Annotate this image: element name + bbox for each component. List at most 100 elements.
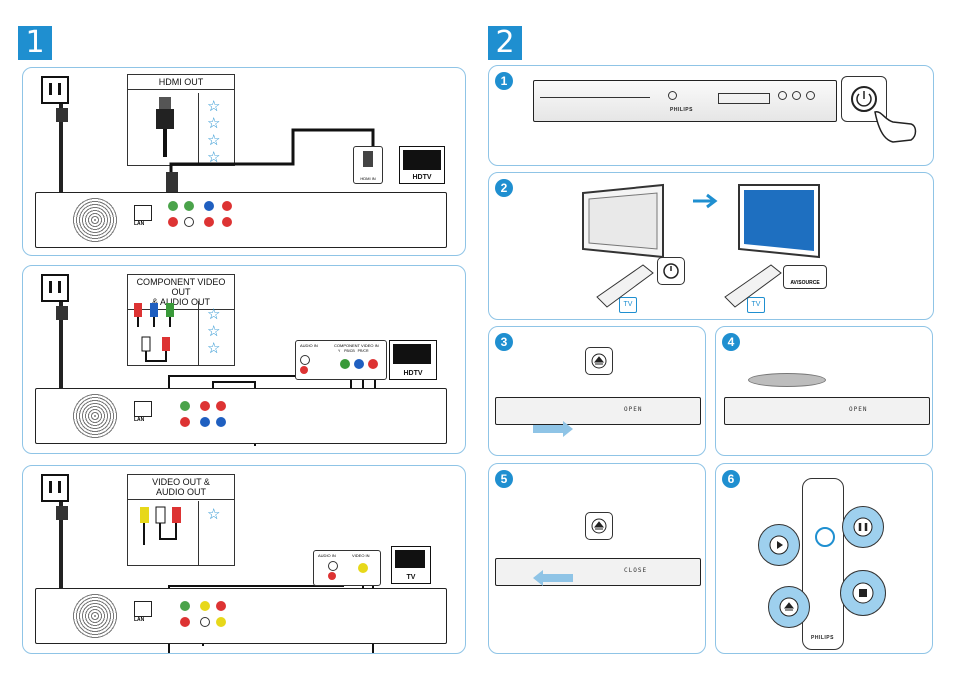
component-title-line1: COMPONENT VIDEO OUT — [136, 277, 226, 297]
rca-plugs-icon — [134, 303, 174, 362]
front-display — [718, 93, 770, 104]
star-icon: ☆ — [207, 98, 221, 115]
component-rating: ☆ ☆ ☆ — [198, 301, 235, 365]
disc-tray — [540, 89, 650, 98]
hdmi-connection-panel: HDMI OUT ☆ ☆ ☆ ☆ HDMI IN HDTV LAN — [22, 67, 466, 256]
step-1-badge: 1 — [18, 26, 52, 60]
tv-remote-badge: TV — [619, 297, 637, 313]
video-in-label: VIDEO IN — [352, 553, 370, 558]
sub-step-2: 2 — [495, 179, 513, 197]
sub-step-1: 1 — [495, 72, 513, 90]
front-button — [806, 91, 815, 100]
eject-button-zoom[interactable] — [768, 586, 810, 628]
lan-port — [134, 401, 152, 417]
tv-icon: TV — [391, 546, 431, 584]
fan-grille — [72, 593, 118, 639]
composite-connection-panel: VIDEO OUT & AUDIO OUT ☆ AUDIO IN VIDEO I… — [22, 465, 466, 654]
remote-illustration — [596, 264, 654, 308]
playback-panel: 6 PHILIPS — [715, 463, 933, 654]
front-display-open: OPEN — [849, 406, 868, 413]
power-on-panel: 1 PHILIPS — [488, 65, 934, 166]
open-tray-panel: 3 OPEN — [488, 326, 706, 456]
front-button — [778, 91, 787, 100]
lan-label: LAN — [134, 617, 145, 623]
fan-grille — [72, 393, 118, 439]
stop-button-zoom[interactable] — [840, 570, 886, 616]
star-icon: ☆ — [207, 149, 221, 166]
rear-connector-block — [160, 593, 260, 635]
av-source-label: AV/SOURCE — [790, 280, 820, 286]
play-icon — [769, 535, 789, 555]
hdtv-label: HDTV — [403, 370, 423, 377]
composite-rating: ☆ — [198, 501, 235, 565]
disc — [748, 373, 826, 387]
component-sub-label: Y PB/CB PR/CR — [338, 349, 369, 353]
star-icon: ☆ — [207, 340, 221, 357]
component-out-title: COMPONENT VIDEO OUT & AUDIO OUT — [128, 275, 234, 310]
lan-label: LAN — [134, 221, 145, 227]
hdmi-out-label-box: HDMI OUT ☆ ☆ ☆ ☆ — [127, 74, 235, 166]
eject-icon — [779, 597, 799, 617]
wall-outlet-icon — [41, 274, 69, 302]
component-in-label: COMPONENT VIDEO IN — [334, 343, 379, 348]
remote-illustration — [724, 264, 782, 308]
sub-step-4: 4 — [722, 333, 740, 351]
hand-icon — [874, 111, 917, 143]
player-rear-panel: LAN — [35, 388, 447, 444]
front-display-open: OPEN — [624, 406, 643, 413]
front-button — [668, 91, 677, 100]
star-icon: ☆ — [207, 115, 221, 132]
hdmi-in-label: HDMI IN — [360, 176, 376, 181]
remote-control: PHILIPS — [802, 478, 844, 650]
step-2-badge: 2 — [488, 26, 522, 60]
player-rear-panel: LAN — [35, 192, 447, 248]
tv-power-zoom[interactable] — [657, 257, 685, 285]
player-front: OPEN — [724, 397, 930, 425]
rca-plugs-icon — [140, 506, 181, 545]
pause-button-zoom[interactable] — [842, 506, 884, 548]
audio-in-label: AUDIO IN — [318, 553, 336, 558]
pause-icon — [853, 517, 873, 537]
power-icon — [851, 86, 877, 112]
close-tray-panel: 5 CLOSE — [488, 463, 706, 654]
composite-out-title: VIDEO OUT & AUDIO OUT — [128, 475, 234, 500]
hdmi-in-jack: HDMI IN — [353, 146, 383, 184]
tv-label: TV — [406, 574, 416, 581]
sub-step-3: 3 — [495, 333, 513, 351]
hdtv-icon: HDTV — [399, 146, 445, 184]
eject-button-zoom[interactable] — [585, 347, 613, 375]
composite-title-line2: AUDIO OUT — [155, 487, 206, 497]
rear-connector-block — [160, 197, 250, 239]
hdmi-out-title: HDMI OUT — [128, 75, 234, 90]
player-front: OPEN — [495, 397, 701, 425]
component-input-jacks: AUDIO IN COMPONENT VIDEO IN Y PB/CB PR/C… — [295, 340, 387, 380]
star-icon: ☆ — [207, 323, 221, 340]
front-display-close: CLOSE — [624, 567, 648, 574]
tv-setup-panel: 2 TV AV/SOURCE TV — [488, 172, 934, 320]
fan-grille — [72, 197, 118, 243]
hdmi-cable — [166, 128, 375, 194]
audio-in-label: AUDIO IN — [300, 343, 318, 348]
lan-label: LAN — [134, 417, 145, 423]
star-icon: ☆ — [207, 306, 221, 323]
star-icon: ☆ — [207, 506, 221, 523]
eject-icon — [591, 518, 607, 534]
av-source-button[interactable]: AV/SOURCE — [783, 265, 827, 289]
power-button-zoom[interactable] — [841, 76, 887, 122]
sub-step-5: 5 — [495, 470, 513, 488]
arrow-icon — [693, 193, 718, 209]
eject-button-zoom[interactable] — [585, 512, 613, 540]
play-button-zoom[interactable] — [758, 524, 800, 566]
tray-in-arrow — [533, 570, 573, 586]
hdmi-plug-icon — [156, 97, 174, 157]
lan-port — [134, 601, 152, 617]
tv-remote-badge: TV — [747, 297, 765, 313]
player-front: CLOSE — [495, 558, 701, 586]
tv-off-illustration — [582, 183, 664, 259]
wall-outlet-icon — [41, 474, 69, 502]
eject-icon — [591, 353, 607, 369]
sub-step-6: 6 — [722, 470, 740, 488]
stop-icon — [852, 582, 874, 604]
brand-logo: PHILIPS — [670, 107, 693, 113]
component-title-line2: & AUDIO OUT — [151, 297, 210, 307]
